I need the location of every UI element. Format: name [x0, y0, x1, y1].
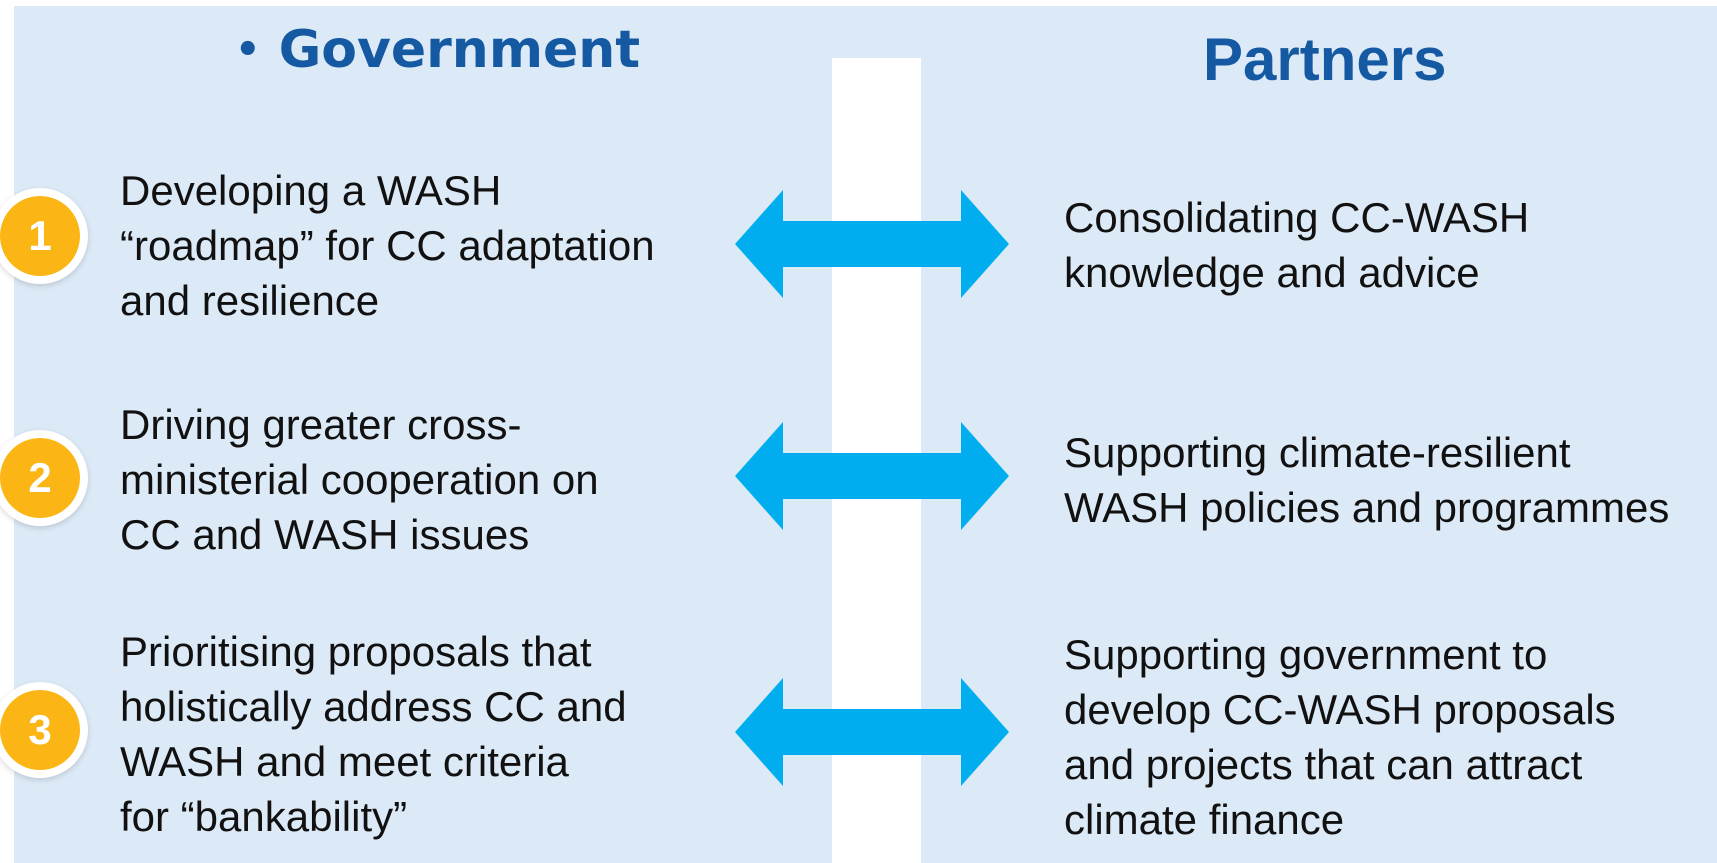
double-headed-arrow-icon — [735, 678, 1009, 786]
text-line: CC and WASH issues — [120, 511, 530, 558]
number-circle-icon: 2 — [0, 438, 80, 518]
number-badge-2: 2 — [0, 430, 88, 526]
partner-item-1: Consolidating CC-WASH knowledge and advi… — [1064, 190, 1529, 300]
text-line: for “bankability” — [120, 793, 408, 840]
partner-item-2: Supporting climate-resilient WASH polici… — [1064, 425, 1669, 535]
government-item-1: Developing a WASH “roadmap” for CC adapt… — [120, 163, 655, 328]
text-line: Supporting climate-resilient — [1064, 429, 1571, 476]
number-circle-icon: 1 — [0, 196, 80, 276]
text-line: Consolidating CC-WASH — [1064, 194, 1530, 241]
text-line: and projects that can attract — [1064, 741, 1583, 788]
text-line: knowledge and advice — [1064, 249, 1480, 296]
government-item-3: Prioritising proposals that holistically… — [120, 624, 627, 844]
text-line: and resilience — [120, 277, 380, 324]
text-line: WASH policies and programmes — [1064, 484, 1670, 531]
top-connector-band — [832, 6, 921, 58]
government-heading-text: Government — [278, 20, 641, 80]
text-line: develop CC-WASH proposals — [1064, 686, 1616, 733]
text-line: “roadmap” for CC adaptation — [120, 222, 655, 269]
double-headed-arrow-icon — [735, 422, 1009, 530]
text-line: climate finance — [1064, 796, 1345, 843]
partners-heading: Partners — [1203, 26, 1447, 93]
heading-bullet: • — [235, 27, 261, 73]
text-line: ministerial cooperation on — [120, 456, 599, 503]
text-line: Driving greater cross- — [120, 401, 522, 448]
number-badge-1: 1 — [0, 188, 88, 284]
number-badge-3: 3 — [0, 682, 88, 778]
partners-panel — [921, 6, 1717, 863]
text-line: Developing a WASH — [120, 167, 502, 214]
text-line: Supporting government to — [1064, 631, 1548, 678]
government-heading: • Government — [235, 10, 640, 90]
partner-item-3: Supporting government to develop CC-WASH… — [1064, 627, 1616, 847]
double-headed-arrow-icon — [735, 190, 1009, 298]
text-line: holistically address CC and — [120, 683, 627, 730]
text-line: WASH and meet criteria — [120, 738, 569, 785]
number-circle-icon: 3 — [0, 690, 80, 770]
government-panel — [14, 6, 832, 863]
government-item-2: Driving greater cross- ministerial coope… — [120, 397, 599, 562]
text-line: Prioritising proposals that — [120, 628, 592, 675]
